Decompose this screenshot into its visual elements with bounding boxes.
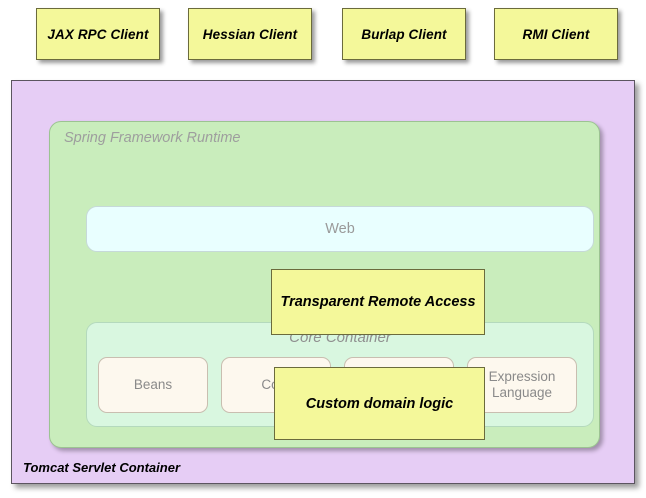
transparent-remote-access-box[interactable]: Transparent Remote Access — [271, 269, 485, 335]
tomcat-servlet-container: Spring Framework Runtime Web Core Contai… — [11, 80, 635, 484]
client-row: JAX RPC Client Hessian Client Burlap Cli… — [0, 0, 646, 78]
client-box-burlap[interactable]: Burlap Client — [342, 8, 466, 60]
custom-domain-logic-box[interactable]: Custom domain logic — [274, 367, 485, 440]
core-module-expression-language[interactable]: Expression Language — [467, 357, 577, 413]
overlay-label: Custom domain logic — [305, 395, 454, 412]
core-module-label: Beans — [133, 377, 173, 393]
core-module-label: Expression Language — [488, 369, 556, 400]
client-box-jax-rpc[interactable]: JAX RPC Client — [36, 8, 160, 60]
core-module-beans[interactable]: Beans — [98, 357, 208, 413]
tomcat-servlet-container-label: Tomcat Servlet Container — [23, 460, 181, 475]
web-layer-band: Web — [86, 206, 594, 252]
client-label: RMI Client — [522, 26, 590, 42]
client-label: JAX RPC Client — [47, 26, 149, 42]
web-layer-label: Web — [325, 221, 355, 237]
spring-framework-runtime-panel: Spring Framework Runtime Web Core Contai… — [49, 121, 600, 448]
client-label: Burlap Client — [361, 26, 447, 42]
client-box-rmi[interactable]: RMI Client — [494, 8, 618, 60]
client-box-hessian[interactable]: Hessian Client — [188, 8, 312, 60]
overlay-label: Transparent Remote Access — [280, 294, 476, 310]
client-label: Hessian Client — [202, 26, 298, 42]
spring-framework-runtime-label: Spring Framework Runtime — [64, 130, 241, 146]
